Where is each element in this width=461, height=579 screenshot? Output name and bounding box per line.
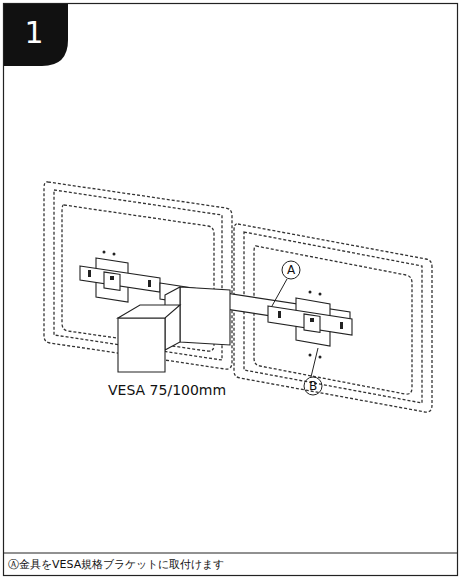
dimension-label: VESA 75/100mm xyxy=(108,383,226,397)
step-number: 1 xyxy=(24,18,43,48)
caption: Ⓐ金具をVESA規格ブラケットに取付けます xyxy=(8,559,224,570)
callout-letter: A xyxy=(287,264,295,276)
callout-letter: B xyxy=(309,380,317,392)
